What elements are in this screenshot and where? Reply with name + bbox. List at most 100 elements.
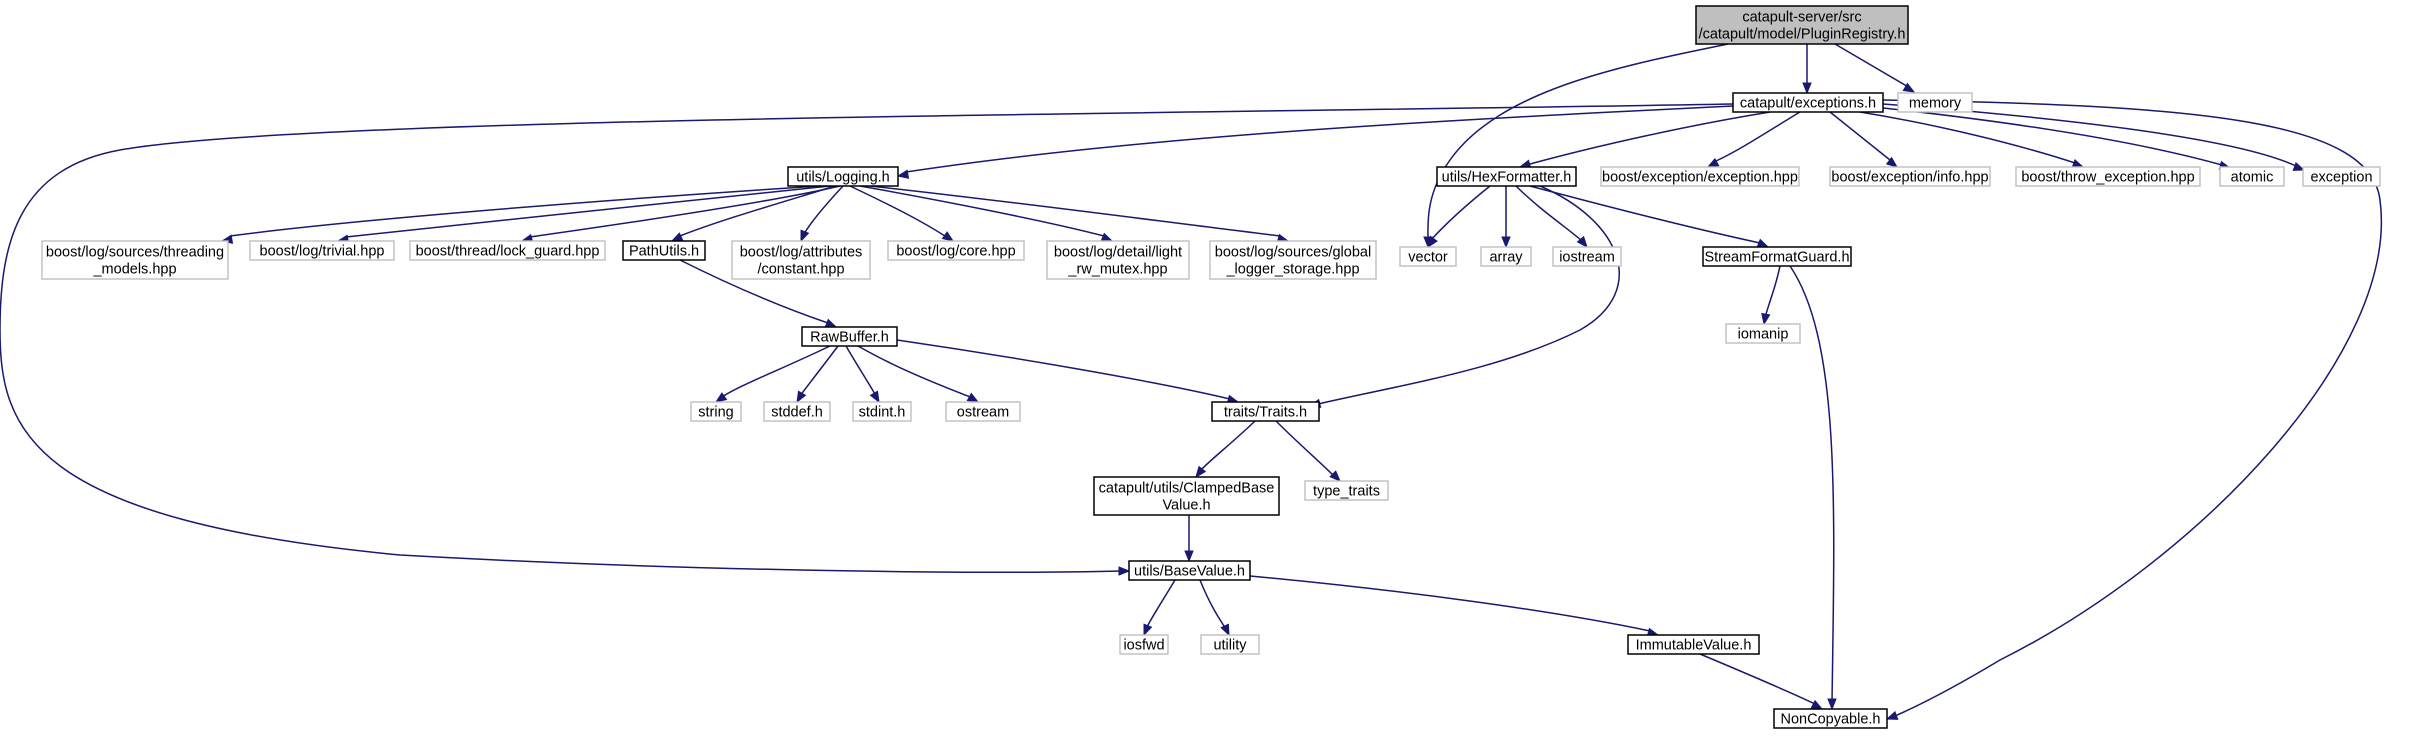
edge-immutablevalue-to-noncopyable	[1699, 653, 1824, 710]
node-box	[1897, 92, 1973, 113]
node-box	[1600, 166, 1800, 187]
node-label: _models.hpp	[92, 262, 176, 278]
node-box	[1702, 246, 1852, 267]
edge-line	[896, 339, 1231, 400]
node-boost-exception[interactable]: boost/exception/exception.hpp	[1600, 166, 1800, 187]
edge-exceptions-to-boost_throw_exception	[1859, 111, 2085, 168]
arrowhead-icon	[1143, 623, 1153, 637]
node-box	[1093, 476, 1280, 516]
node-atomic[interactable]: atomic	[2219, 166, 2285, 187]
edge-hexformatter-to-streamformatguard	[1529, 185, 1770, 248]
node-label: iosfwd	[1123, 638, 1164, 654]
arrowhead-icon	[1576, 235, 1588, 249]
node-rw-mutex[interactable]: boost/log/detail/light_rw_mutex.hpp	[1046, 240, 1190, 280]
node-label: exception	[2310, 170, 2372, 186]
node-log-core[interactable]: boost/log/core.hpp	[887, 240, 1025, 261]
node-label: iomanip	[1738, 327, 1789, 343]
node-memory[interactable]: memory	[1897, 92, 1973, 113]
node-iomanip[interactable]: iomanip	[1725, 323, 1801, 344]
arrowhead-icon	[824, 318, 838, 328]
arrowhead-icon	[670, 232, 684, 242]
node-ostream[interactable]: ostream	[945, 401, 1021, 422]
edge-line	[1429, 185, 1491, 242]
node-box	[1128, 560, 1251, 581]
edge-traits-to-type_traits	[1275, 420, 1341, 482]
edge-exceptions-to-logging	[896, 105, 1734, 179]
node-box	[1119, 634, 1169, 655]
edge-logging-to-threading_models	[220, 185, 821, 244]
edge-clampedbasevalue-to-basevalue	[1184, 515, 1194, 563]
node-iosfwd[interactable]: iosfwd	[1119, 634, 1169, 655]
node-box	[41, 240, 229, 280]
node-label: boost/log/sources/threading	[46, 245, 224, 261]
node-trivial[interactable]: boost/log/trivial.hpp	[249, 240, 395, 261]
edge-line	[1199, 420, 1256, 472]
node-type-traits[interactable]: type_traits	[1304, 480, 1389, 501]
node-label: memory	[1909, 96, 1962, 112]
node-streamformatguard[interactable]: StreamFormatGuard.h	[1702, 246, 1852, 267]
node-stddef[interactable]: stddef.h	[763, 401, 831, 422]
edge-line	[679, 259, 829, 324]
edge-streamformatguard-to-noncopyable	[1789, 265, 1837, 711]
node-exceptions[interactable]: catapult/exceptions.h	[1732, 92, 1884, 113]
node-basevalue[interactable]: utils/BaseValue.h	[1128, 560, 1251, 581]
edge-exceptions-to-atomic	[1882, 107, 2232, 170]
edge-plugin_registry-to-vector	[1423, 43, 1729, 249]
node-label: iostream	[1559, 250, 1615, 266]
node-box	[1211, 401, 1320, 422]
node-label: _logger_storage.hpp	[1225, 262, 1359, 278]
node-boost-throw-exception[interactable]: boost/throw_exception.hpp	[2015, 166, 2201, 187]
node-label: utils/Logging.h	[796, 170, 890, 186]
node-boost-exception-info[interactable]: boost/exception/info.hpp	[1829, 166, 1991, 187]
node-box	[801, 326, 898, 347]
edge-line	[1764, 265, 1781, 319]
node-label: catapult/utils/ClampedBase	[1099, 481, 1275, 497]
edge-line	[799, 345, 839, 397]
edge-line	[1529, 185, 1761, 244]
node-logging[interactable]: utils/Logging.h	[787, 166, 899, 187]
node-label: stddef.h	[771, 405, 823, 421]
node-string[interactable]: string	[690, 401, 742, 422]
node-stdint[interactable]: stdint.h	[852, 401, 912, 422]
node-label: boost/throw_exception.hpp	[2021, 170, 2194, 186]
arrowhead-icon	[1902, 82, 1916, 93]
edge-line	[1715, 111, 1801, 162]
node-exception[interactable]: exception	[2302, 166, 2381, 187]
node-box	[1732, 92, 1884, 113]
node-array[interactable]: array	[1480, 246, 1532, 267]
node-noncopyable[interactable]: NonCopyable.h	[1773, 708, 1888, 729]
node-immutablevalue[interactable]: ImmutableValue.h	[1627, 634, 1760, 655]
arrowhead-icon	[1810, 699, 1824, 710]
edge-logging-to-log_core	[849, 185, 955, 242]
node-pathutils[interactable]: PathUtils.h	[622, 240, 706, 261]
arrowhead-icon	[1802, 82, 1812, 95]
node-attributes-constant[interactable]: boost/log/attributes/constant.hpp	[731, 240, 871, 280]
edge-streamformatguard-to-iomanip	[1761, 265, 1781, 326]
node-hexformatter[interactable]: utils/HexFormatter.h	[1436, 166, 1577, 187]
node-label: /constant.hpp	[757, 262, 844, 278]
arrowhead-icon	[2292, 161, 2306, 171]
node-lock-guard[interactable]: boost/thread/lock_guard.hpp	[409, 240, 606, 261]
edge-line	[1834, 43, 1911, 89]
node-plugin-registry[interactable]: catapult-server/src/catapult/model/Plugi…	[1695, 5, 1909, 45]
node-rawbuffer[interactable]: RawBuffer.h	[801, 326, 898, 347]
node-label: ostream	[957, 405, 1009, 421]
node-box	[1209, 240, 1377, 280]
node-box	[1304, 480, 1389, 501]
node-label: vector	[1408, 250, 1448, 266]
node-traits[interactable]: traits/Traits.h	[1211, 401, 1320, 422]
arrowhead-icon	[796, 390, 807, 404]
node-global-logger[interactable]: boost/log/sources/global_logger_storage.…	[1209, 240, 1377, 280]
node-utility[interactable]: utility	[1200, 634, 1260, 655]
node-label: boost/log/detail/light	[1054, 245, 1182, 261]
arrowhead-icon	[941, 231, 955, 242]
arrowhead-icon	[1427, 235, 1438, 249]
node-label: /catapult/model/PluginRegistry.h	[1699, 27, 1906, 43]
node-iostream[interactable]: iostream	[1552, 246, 1622, 267]
node-label: boost/log/core.hpp	[896, 244, 1015, 260]
node-vector[interactable]: vector	[1399, 246, 1457, 267]
node-threading-models[interactable]: boost/log/sources/threading_models.hpp	[41, 240, 229, 280]
node-box	[1399, 246, 1457, 267]
